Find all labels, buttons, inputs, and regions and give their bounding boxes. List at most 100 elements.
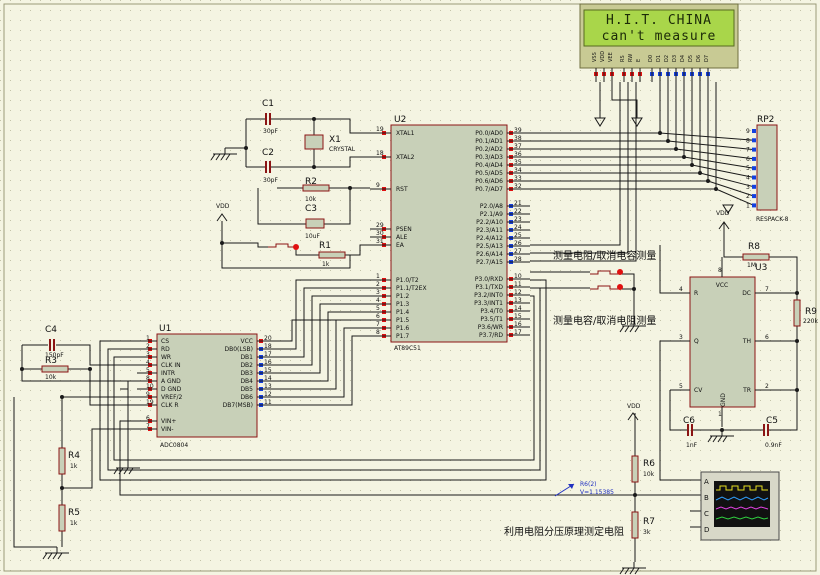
junction-dot [795,291,799,295]
r8-ref: R8 [748,242,760,252]
ground-icon [210,153,216,161]
c2-value: 30pF [263,177,278,184]
u1-pin-name: WR [161,354,171,361]
u2-pin-name: P0.2/AD2 [475,146,503,153]
wires [13,82,799,562]
pin-marker-blue [752,175,756,180]
u2-pin-number: 5 [376,305,380,312]
wire-ea [345,244,370,256]
u2-pin-number: 33 [514,175,522,182]
u3-pin-name: DC [742,290,751,297]
lcd-pin-label: RW [628,54,634,62]
scope-trace-a [716,485,768,491]
r6-value: 10k [643,471,655,478]
r4-ref: R4 [68,451,80,461]
r6-ref: R6 [643,459,655,469]
wire-p0-rp2 [683,156,755,169]
u2-pin-number: 29 [376,222,384,229]
u1-pin-number: 6 [146,415,150,422]
r7-resistor [631,511,639,539]
wire-lcd-e [530,82,637,262]
wire-left-return [13,397,57,548]
ground-icon [624,567,630,575]
u2-pin-number: 31 [376,238,384,245]
r3-ref: R3 [45,356,57,366]
u1-pin-name: CS [161,338,169,345]
u2-pin-name: P0.5/AD5 [475,170,503,177]
c6-ref: C6 [683,416,695,426]
wire-555-vcc [723,222,743,258]
u2-pin-name: P3.6/WR [478,324,503,331]
u2-pin-number: 4 [376,297,380,304]
rp2-pin-number: 8 [746,137,750,144]
switch-resistor-mode [590,270,618,275]
u1-pin-number: 1 [146,335,150,342]
scope-channel-a: A [704,478,709,486]
junction-dot [674,147,678,151]
u1-ref: U1 [159,324,171,334]
scope-channel-c: C [704,510,709,518]
u2-pin-name: P0.1/AD1 [475,138,503,145]
ground-arrow-icon [722,204,734,214]
rp2-pin-number: 5 [746,165,750,172]
lcd-pin-label: D1 [656,55,662,62]
lcd-pin-label: D0 [648,55,654,62]
vdd-arrow-icon [216,213,228,222]
button-dot-icon [617,269,623,275]
u2-pin-name: P2.0/A8 [480,203,503,210]
u2-pin-number: 13 [514,297,522,304]
scope-trace-b [715,496,769,501]
u1-pin-name: A GND [161,378,181,385]
u2-pin-name: EA [396,242,405,249]
u3-pin-number: 3 [679,334,683,341]
wire-vdd-ea [221,243,351,269]
u2-pin-name: RST [396,186,408,193]
ground-icon [52,552,58,560]
oscilloscope[interactable]: A B C D [700,471,780,541]
ground-icon [128,467,134,475]
rp2-pin-number: 2 [746,193,750,200]
scope-trace-c [715,506,769,510]
lcd-line-2: can't measure [602,29,717,44]
u2-pin-number: 37 [514,143,522,150]
wire-lcd-vdd [611,82,638,118]
u1-pin-name: DB1 [240,354,253,361]
rp2-pin-number: 9 [746,128,750,135]
u1-pin-number: 4 [146,359,150,366]
pin-marker-blue [752,138,756,143]
annotations: C1 30pF C2 30pF X1 CRYSTAL R2 10k C3 10u… [45,99,818,538]
u2-pin-number: 25 [514,232,522,239]
u2-pin-number: 15 [514,313,522,320]
u2-pin-number: 24 [514,224,522,231]
u1-pin-number: 3 [146,351,150,358]
wire-sw-common [618,273,635,320]
u2-pin-name: P3.5/T1 [480,316,503,323]
u2-pin-name: P2.2/A10 [476,219,503,226]
components[interactable] [41,113,801,575]
r4-resistor [58,447,66,475]
junction-dot [348,186,352,190]
u1-pin-number: 20 [264,335,272,342]
u1-pin-number: 8 [146,375,150,382]
wire-lcd-rw [530,82,629,254]
pin-marker-blue [752,129,756,133]
u2-pin-name: P1.5 [396,317,409,324]
u2-pin-number: 8 [376,329,380,336]
junction-dot [706,179,710,183]
u2-pin-name: P2.5/A13 [476,243,503,250]
u1-pin-number: 5 [146,367,150,374]
r8-value: 1M [747,262,756,269]
mcu-u2[interactable]: U2 AT89C51 19XTAL118XTAL29RST29PSEN30ALE… [370,115,530,352]
u2-pin-name: P0.3/AD3 [475,154,503,161]
u1-pin-number: 10 [146,383,154,390]
ground-icon [47,552,53,560]
r1-value: 1k [322,261,330,268]
wire-555-out [659,340,701,481]
pin-marker-blue [752,147,756,152]
